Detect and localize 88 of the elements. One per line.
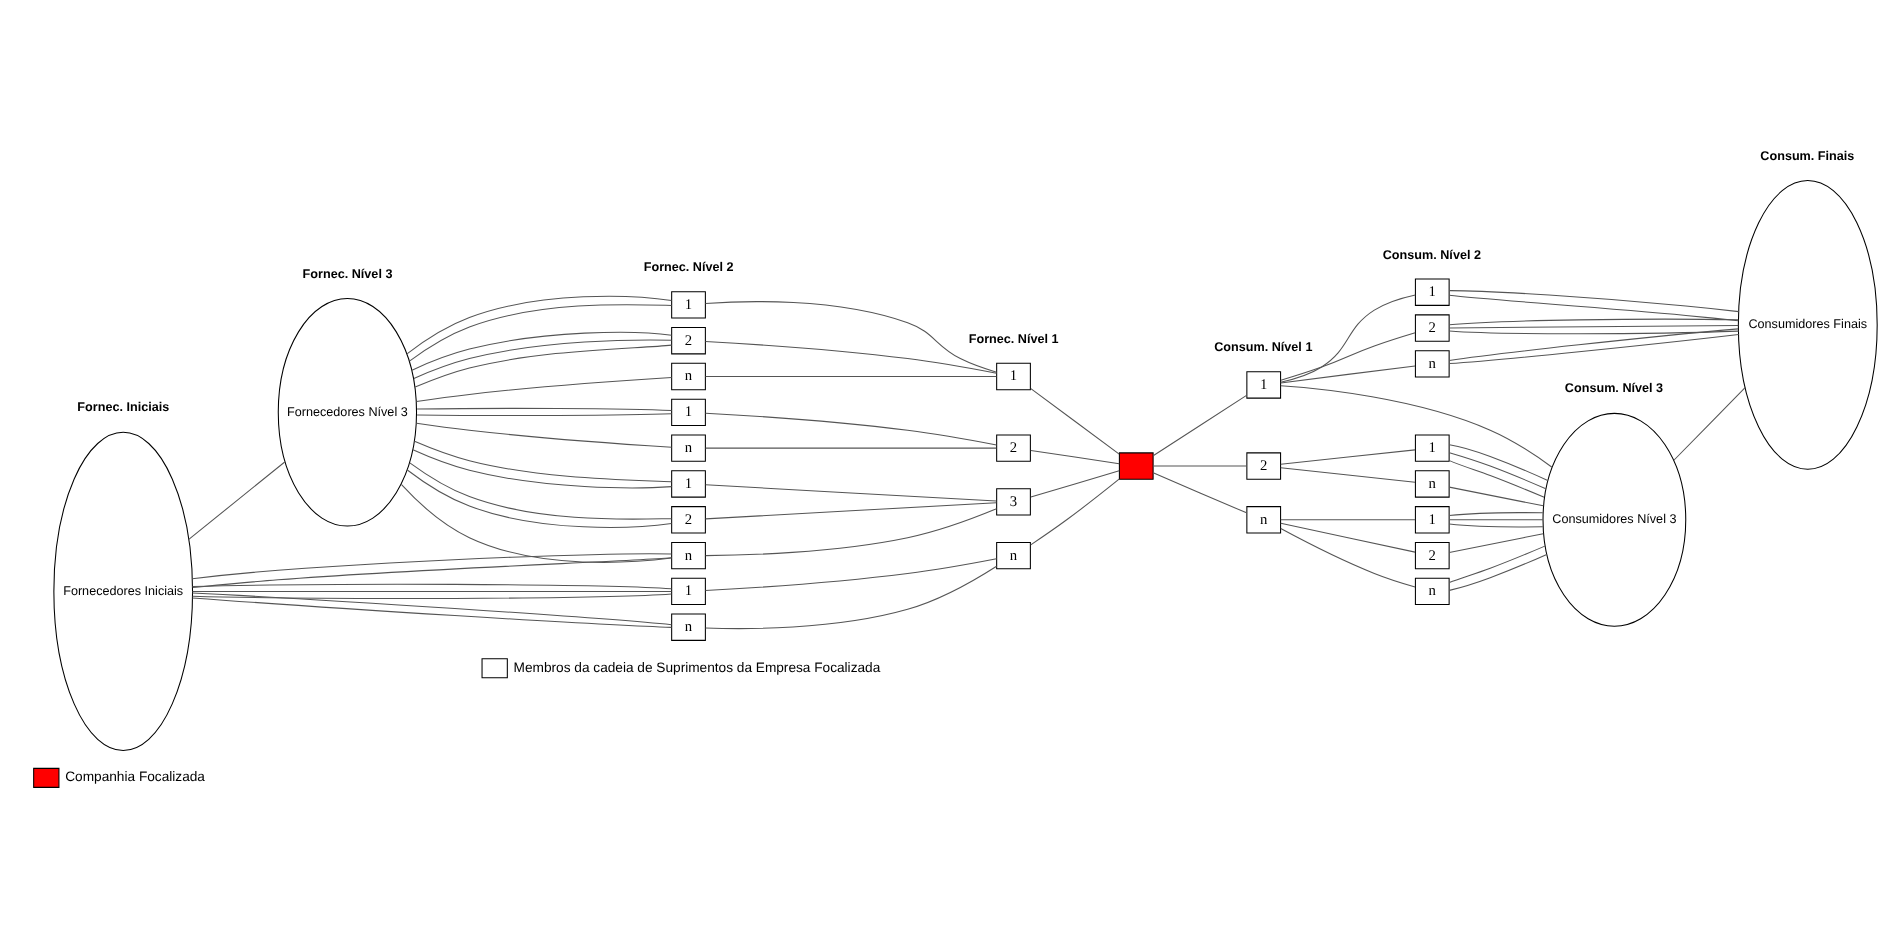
connector	[1448, 452, 1547, 490]
connector	[705, 447, 997, 449]
connector	[416, 407, 673, 412]
connector	[1448, 512, 1544, 517]
connector	[191, 593, 672, 600]
node-box	[1118, 452, 1154, 480]
connector	[411, 331, 673, 371]
connector	[1280, 467, 1416, 483]
connector	[705, 484, 997, 502]
connector	[1448, 519, 1544, 521]
connector	[1152, 465, 1248, 467]
node-box: n	[1414, 577, 1450, 606]
connector	[1280, 522, 1416, 553]
node-box: 1	[1246, 371, 1282, 399]
node-box: 3	[996, 488, 1031, 516]
connector	[1448, 460, 1545, 498]
connector	[1152, 394, 1248, 457]
connector	[1448, 545, 1546, 583]
node-box: 1	[671, 398, 706, 426]
connector	[191, 583, 672, 590]
connector	[413, 339, 673, 379]
connector	[1280, 332, 1416, 381]
connector	[1030, 478, 1120, 546]
connector	[1448, 294, 1739, 322]
node-box: 1	[1414, 506, 1450, 534]
node-box: 2	[1414, 314, 1450, 342]
connector	[412, 449, 673, 489]
connector	[704, 341, 998, 374]
connector	[1280, 528, 1416, 588]
node-box: 2	[1246, 452, 1282, 480]
connector	[1280, 294, 1416, 383]
node-box: 2	[671, 327, 706, 355]
connector	[1030, 388, 1120, 455]
connector	[406, 469, 673, 528]
connector	[1448, 533, 1544, 553]
connector	[192, 557, 672, 589]
node-box: 1	[671, 577, 706, 606]
node-box: 1	[1414, 434, 1450, 462]
node-box: 2	[996, 434, 1031, 462]
connector	[1448, 324, 1739, 329]
node-box: 1	[996, 362, 1031, 391]
connector	[406, 295, 673, 355]
connector	[1448, 486, 1544, 507]
node-box: 1	[671, 291, 706, 319]
connector	[1448, 318, 1739, 326]
connector	[400, 483, 672, 563]
node-box: n	[671, 541, 706, 570]
connector	[191, 553, 672, 580]
node-box: 2	[1414, 541, 1450, 570]
connector	[414, 344, 673, 388]
connector	[1280, 365, 1416, 384]
connector	[1152, 472, 1248, 514]
connector	[1673, 386, 1746, 461]
connector	[705, 502, 997, 520]
connector	[1280, 385, 1553, 468]
connector	[1280, 449, 1416, 465]
connector	[705, 375, 997, 378]
connector	[704, 558, 998, 592]
connector	[191, 590, 672, 592]
connector	[1448, 553, 1548, 591]
connector	[1280, 519, 1416, 521]
node-box: n	[1414, 350, 1450, 378]
connector	[408, 304, 673, 362]
connector	[705, 565, 998, 630]
node-box: n	[996, 541, 1031, 570]
connector	[409, 462, 673, 520]
node-box: 2	[671, 506, 706, 534]
node-box: 1	[671, 470, 706, 498]
connector	[414, 440, 673, 483]
connector	[704, 301, 998, 373]
connector	[1030, 450, 1120, 465]
connector	[705, 508, 997, 557]
node-box: n	[1246, 506, 1282, 534]
connector	[704, 412, 998, 446]
node-box: n	[671, 613, 706, 641]
node-box: n	[671, 434, 706, 462]
connector	[415, 422, 673, 448]
node-box: 1	[1414, 278, 1450, 306]
connector	[415, 376, 673, 402]
connector	[1448, 290, 1740, 313]
connector	[1448, 444, 1549, 481]
connector	[416, 413, 673, 416]
connector	[188, 461, 286, 540]
connector	[1030, 470, 1120, 498]
node-box: n	[1414, 470, 1450, 498]
connector	[1448, 330, 1740, 335]
connector	[1448, 523, 1544, 528]
node-box: n	[671, 362, 706, 391]
